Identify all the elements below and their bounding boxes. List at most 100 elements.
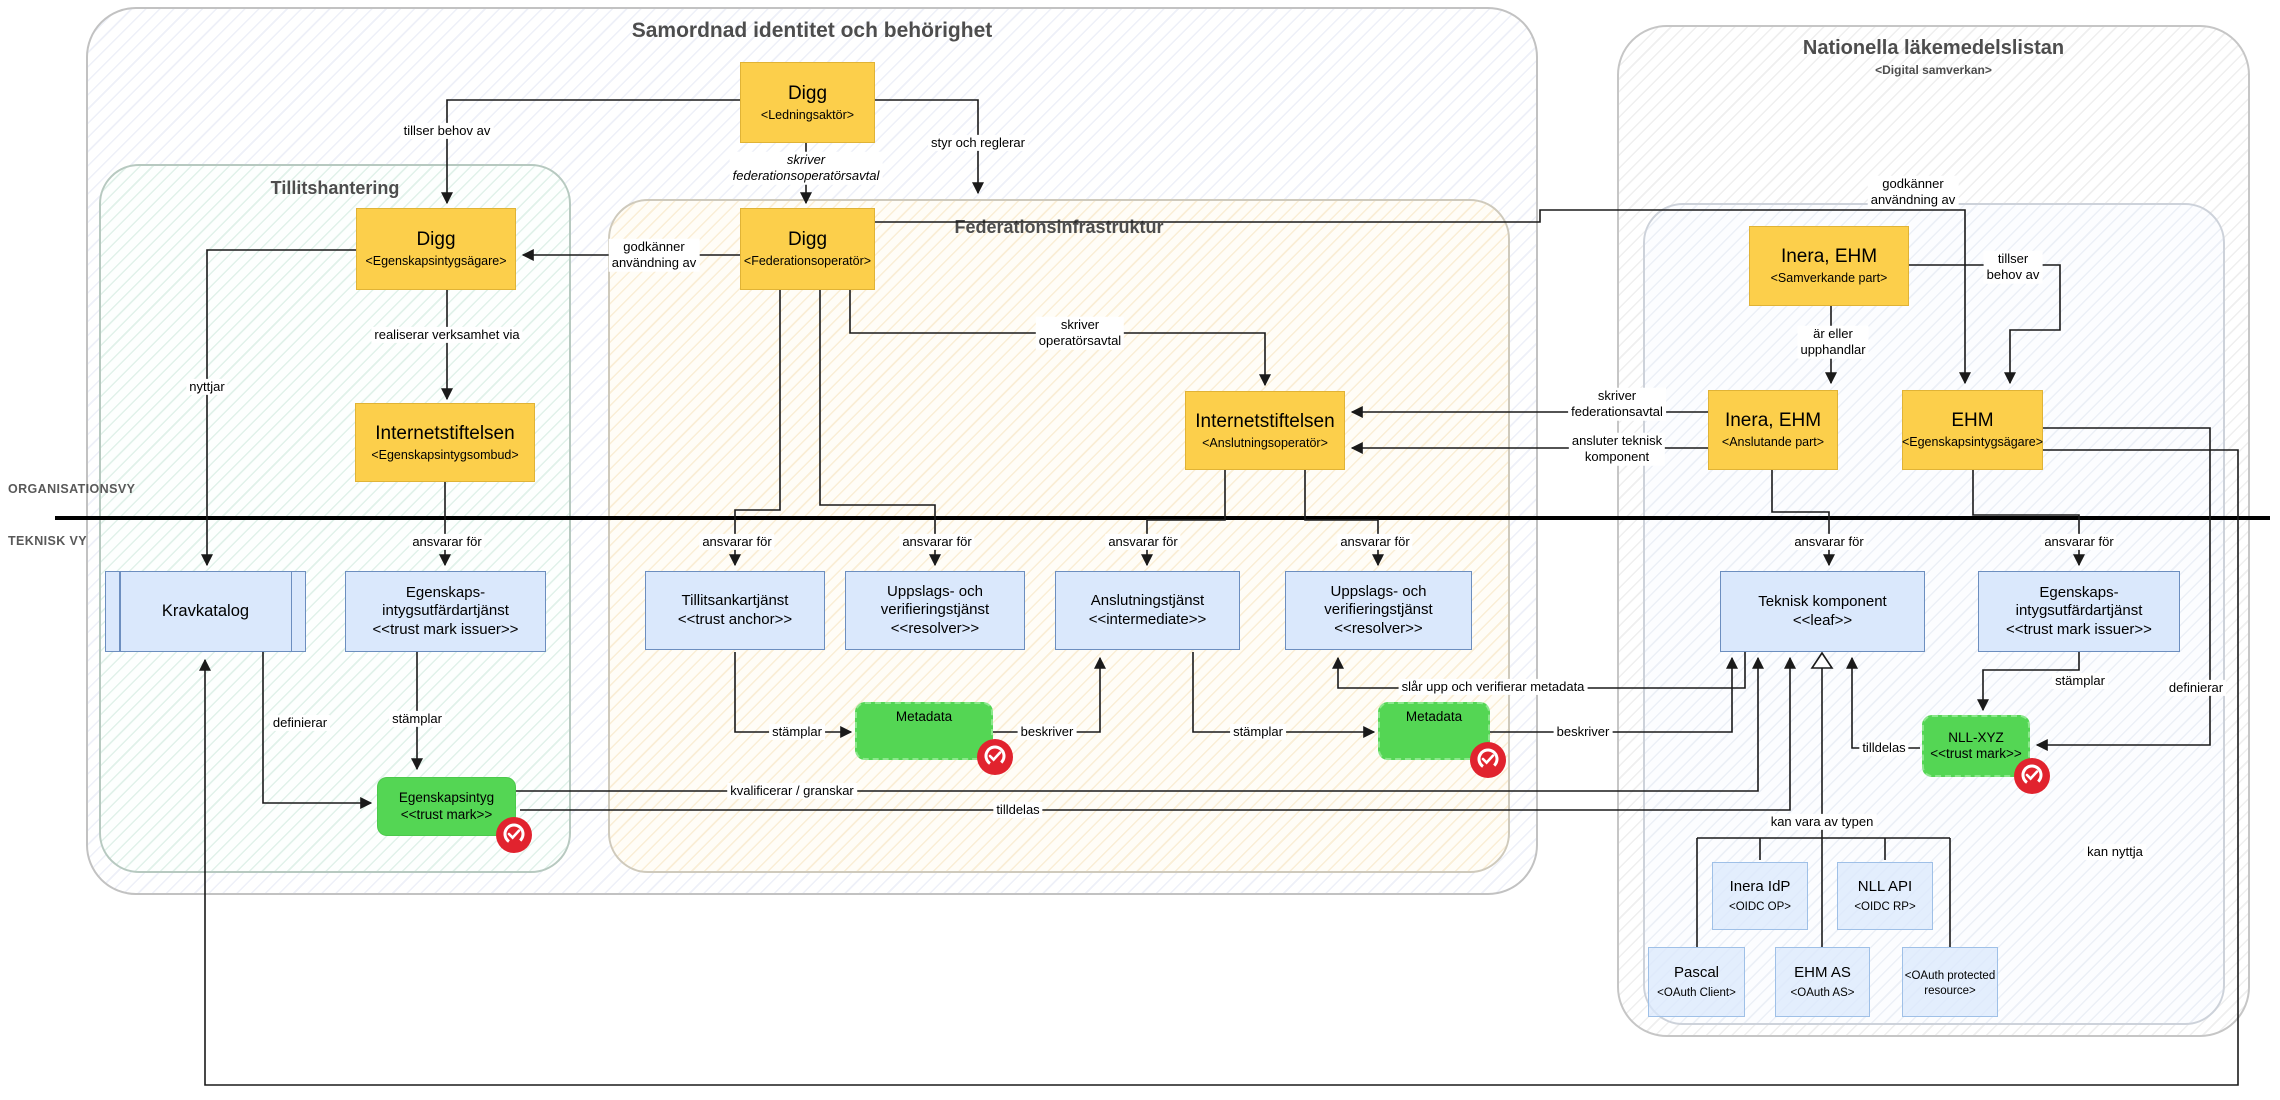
trust-mark-seal-icon <box>976 738 1014 776</box>
node-title: Uppslags- och verifieringstjänst <box>880 583 990 619</box>
node-subtitle: <<trust anchor>> <box>677 610 793 628</box>
edge-label-tillser-behov-av: tillser behov av <box>400 122 494 140</box>
node-digg-egenskapsintygsagare[interactable]: Digg <Egenskapsintygsägare> <box>356 208 516 290</box>
group-title: Tillitshantering <box>270 178 400 198</box>
node-teknisk-komponent[interactable]: Teknisk komponent <<leaf>> <box>1720 571 1925 652</box>
node-subtitle: <OAuth protected resource> <box>1904 970 1996 997</box>
node-subtitle: <Egenskapsintygsombud> <box>371 447 519 462</box>
node-kravkatalog[interactable]: Kravkatalog <box>105 571 306 652</box>
node-title: NLL-XYZ <box>1948 729 2004 745</box>
node-nll-xyz-trust-mark[interactable]: NLL-XYZ <<trust mark>> <box>1922 715 2030 777</box>
node-title: Uppslags- och verifieringstjänst <box>1324 583 1433 619</box>
node-subtitle: <<trust mark>> <box>1930 746 2022 761</box>
lane-label-teknisk-vy: TEKNISK VY <box>8 534 88 548</box>
node-egenskapsintygsutfardartjanst-vanster[interactable]: Egenskaps- intygsutfärdartjänst <<trust … <box>345 571 546 652</box>
node-title: Egenskaps- intygsutfärdartjänst <box>2015 584 2143 620</box>
edge-label-tilldelas: tilldelas <box>993 801 1043 819</box>
edge-label-styr-och-reglerar: styr och reglerar <box>928 134 1028 152</box>
edge-label-stamplar: stämplar <box>1230 723 1286 741</box>
node-inera-ehm-anslutande-part[interactable]: Inera, EHM <Anslutande part> <box>1708 390 1838 470</box>
edge-label-kvalificerar-granskar: kvalificerar / granskar <box>727 782 857 800</box>
edge-label-kan-vara-av-typen: kan vara av typen <box>1767 813 1877 831</box>
trust-mark-seal-icon <box>1469 741 1507 779</box>
edge-label-nyttjar: nyttjar <box>186 378 228 396</box>
node-nll-api[interactable]: NLL API <OIDC RP> <box>1837 862 1933 930</box>
node-subtitle: <OIDC OP> <box>1729 900 1791 913</box>
edge-label-stamplar: stämplar <box>2052 672 2108 690</box>
node-subtitle: <OAuth Client> <box>1657 986 1736 999</box>
node-subtitle: <Federationsoperatör> <box>743 254 872 269</box>
node-inera-ehm-samverkande-part[interactable]: Inera, EHM <Samverkande part> <box>1749 226 1909 306</box>
node-digg-ledningsaktor[interactable]: Digg <Ledningsaktör> <box>740 62 875 143</box>
node-title: Metadata <box>895 709 953 724</box>
node-egenskapsintyg-trust-mark[interactable]: Egenskapsintyg <<trust mark>> <box>377 777 516 836</box>
node-subtitle: <OAuth AS> <box>1790 986 1855 999</box>
edge-label-ansluter-teknisk-komponent: ansluter teknisk komponent <box>1568 432 1666 466</box>
node-subtitle: <<resolver>> <box>890 619 980 637</box>
node-uppslagstjanst-2[interactable]: Uppslags- och verifieringstjänst <<resol… <box>1285 571 1472 650</box>
node-inera-idp[interactable]: Inera IdP <OIDC OP> <box>1712 862 1808 930</box>
lane-label-organisationsvy: ORGANISATIONSVY <box>8 482 136 496</box>
lane-divider <box>55 516 2270 520</box>
node-subtitle: <Anslutande part> <box>1721 435 1825 450</box>
edge-label-definierar: definierar <box>269 714 331 732</box>
node-subtitle: <Samverkande part> <box>1770 271 1888 286</box>
node-subtitle: <OIDC RP> <box>1854 900 1916 913</box>
node-subtitle: <<leaf>> <box>1792 611 1853 629</box>
node-title: Teknisk komponent <box>1758 593 1887 611</box>
node-internetstiftelsen-anslutningsoperator[interactable]: Internetstiftelsen <Anslutningsoperatör> <box>1185 391 1345 470</box>
node-anslutningstjanst[interactable]: Anslutningstjänst <<intermediate>> <box>1055 571 1240 650</box>
component-bar <box>119 572 121 651</box>
node-digg-federationsoperator[interactable]: Digg <Federationsoperatör> <box>740 208 875 290</box>
edge-label-godkanner-anvandning-av: godkänner användning av <box>608 238 700 272</box>
node-title: Inera, EHM <box>1780 246 1878 268</box>
node-internetstiftelsen-egenskapsintygsombud[interactable]: Internetstiftelsen <Egenskapsintygsombud… <box>355 403 535 482</box>
node-title: Internetstiftelsen <box>375 422 515 444</box>
edge-label-realiserar-verksamhet-via: realiserar verksamhet via <box>371 326 523 344</box>
node-title: Inera IdP <box>1729 878 1791 896</box>
node-pascal[interactable]: Pascal <OAuth Client> <box>1648 947 1745 1017</box>
edge-label-ansvarar-for: ansvarar för <box>1105 533 1181 551</box>
node-title: Tillitsankartjänst <box>681 592 789 610</box>
node-ehm-egenskapsintygsagare[interactable]: EHM <Egenskapsintygsägare> <box>1902 390 2043 470</box>
node-title: EHM <box>1951 410 1994 432</box>
edge-label-ansvarar-for: ansvarar för <box>1337 533 1413 551</box>
node-title: Anslutningstjänst <box>1090 592 1205 610</box>
node-metadata-1[interactable]: Metadata <box>855 702 993 760</box>
edge-label-ansvarar-for: ansvarar för <box>1791 533 1867 551</box>
node-subtitle: <<resolver>> <box>1334 619 1423 637</box>
edge-label-slar-upp-och-verifierar-metadata: slår upp och verifierar metadata <box>1398 678 1588 696</box>
node-subtitle: <<trust mark>> <box>400 806 493 822</box>
edge-label-kan-nyttja: kan nyttja <box>2084 843 2146 861</box>
group-subtitle: <Digital samverkan> <box>1875 63 1992 77</box>
edge-label-tillser-behov-av: tillser behov av <box>1983 250 2043 284</box>
node-subtitle: <Egenskapsintygsägare> <box>1901 435 2044 450</box>
node-subtitle: <<trust mark issuer>> <box>372 620 519 638</box>
node-tillitsankartjanst[interactable]: Tillitsankartjänst <<trust anchor>> <box>645 571 825 650</box>
node-title: Kravkatalog <box>161 602 250 621</box>
node-subtitle: <Egenskapsintygsägare> <box>365 254 507 269</box>
edge-label-godkanner-anvandning-av: godkänner användning av <box>1867 175 1959 209</box>
group-title: Samordnad identitet och behörighet <box>631 19 993 42</box>
node-title: Metadata <box>1405 709 1463 724</box>
node-oauth-protected-resource[interactable]: <OAuth protected resource> <box>1902 947 1998 1017</box>
node-uppslagstjanst-1[interactable]: Uppslags- och verifieringstjänst <<resol… <box>845 571 1025 650</box>
edge-label-ansvarar-for: ansvarar för <box>409 533 485 551</box>
edge-label-definierar: definierar <box>2165 679 2227 697</box>
edge-label-skriver-federationsavtal: skriver federationsavtal <box>1568 387 1666 421</box>
node-ehm-as[interactable]: EHM AS <OAuth AS> <box>1775 947 1870 1017</box>
edge-label-skriver-operatorsavtal: skriver operatörsavtal <box>1035 316 1125 350</box>
node-title: EHM AS <box>1794 964 1851 982</box>
node-metadata-2[interactable]: Metadata <box>1378 702 1490 760</box>
node-title: Digg <box>787 82 828 104</box>
node-subtitle: <Anslutningsoperatör> <box>1202 435 1328 450</box>
node-title: Pascal <box>1673 964 1720 982</box>
node-title: Egenskaps- intygsutfärdartjänst <box>382 584 509 620</box>
node-subtitle: <<trust mark issuer>> <box>2006 620 2152 638</box>
node-egenskapsintygsutfardartjanst-hoger[interactable]: Egenskaps- intygsutfärdartjänst <<trust … <box>1978 571 2180 652</box>
node-subtitle: <<intermediate>> <box>1088 610 1207 628</box>
node-title: Digg <box>787 229 828 251</box>
edge-label-stamplar: stämplar <box>769 723 825 741</box>
component-bar <box>290 572 292 651</box>
